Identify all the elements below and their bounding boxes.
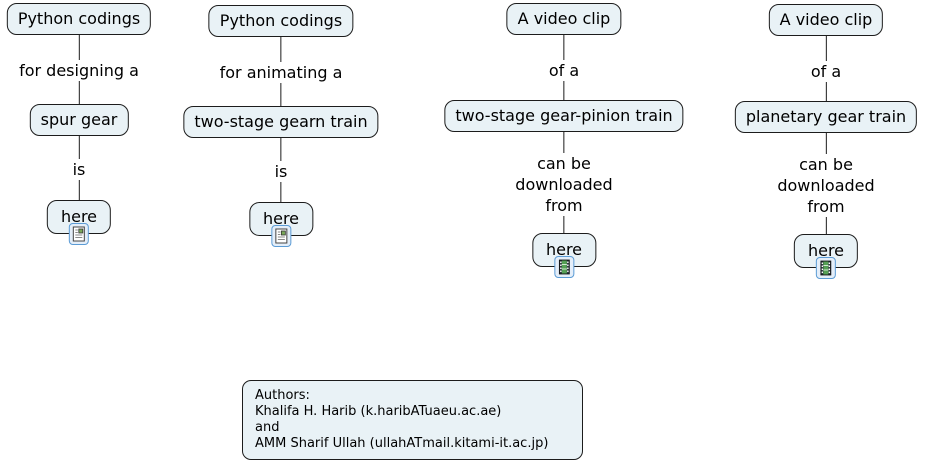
linking-phrase: for designing a [16, 60, 142, 81]
concept-node[interactable]: A video clip [768, 4, 884, 36]
authors-conjunction: and [255, 420, 280, 435]
video-resource-icon[interactable] [553, 256, 574, 278]
here-label: here [262, 209, 300, 228]
concept-node-here[interactable]: here [531, 233, 597, 278]
connector-line [563, 19, 565, 250]
document-resource-icon[interactable] [69, 223, 89, 245]
here-label: here [60, 207, 98, 226]
here-label: here [807, 241, 845, 260]
linking-phrase: is [271, 161, 291, 182]
concept-node[interactable]: planetary gear train [734, 101, 918, 133]
linking-phrase: can be downloaded from [774, 154, 878, 217]
concept-node[interactable]: A video clip [506, 3, 622, 35]
concept-node[interactable]: two-stage gearn train [183, 106, 379, 138]
linking-phrase: of a [807, 61, 845, 82]
linking-phrase: for animating a [216, 62, 346, 83]
chain-gear-train-animation: Python codings for animating a two-stage… [183, 5, 379, 247]
author-line: AMM Sharif Ullah (ullahATmail.kitami-it.… [255, 436, 549, 451]
video-resource-icon[interactable] [816, 257, 836, 279]
chain-spur-gear-coding: Python codings for designing a spur gear… [6, 3, 152, 245]
chain-gear-pinion-video: A video clip of a two-stage gear-pinion … [444, 3, 684, 278]
concept-node[interactable]: Python codings [208, 5, 354, 37]
author-line: Khalifa H. Harib (k.haribATuaeu.ac.ae) [255, 404, 502, 419]
concept-node[interactable]: Python codings [6, 3, 152, 35]
linking-phrase: of a [545, 60, 583, 81]
chain-planetary-gear-video: A video clip of a planetary gear train c… [734, 4, 918, 279]
concept-node-here[interactable]: here [248, 202, 314, 247]
concept-node-here[interactable]: here [46, 200, 112, 245]
authors-box: Authors: Khalifa H. Harib (k.haribATuaeu… [242, 380, 583, 460]
authors-heading: Authors: [255, 388, 310, 403]
document-resource-icon[interactable] [270, 225, 291, 247]
concept-node[interactable]: spur gear [29, 104, 129, 136]
connector-line [825, 20, 827, 251]
linking-phrase: is [69, 159, 89, 180]
here-label: here [545, 240, 583, 259]
concept-node-here[interactable]: here [793, 234, 859, 279]
linking-phrase: can be downloaded from [512, 153, 616, 216]
concept-node[interactable]: two-stage gear-pinion train [444, 100, 684, 132]
